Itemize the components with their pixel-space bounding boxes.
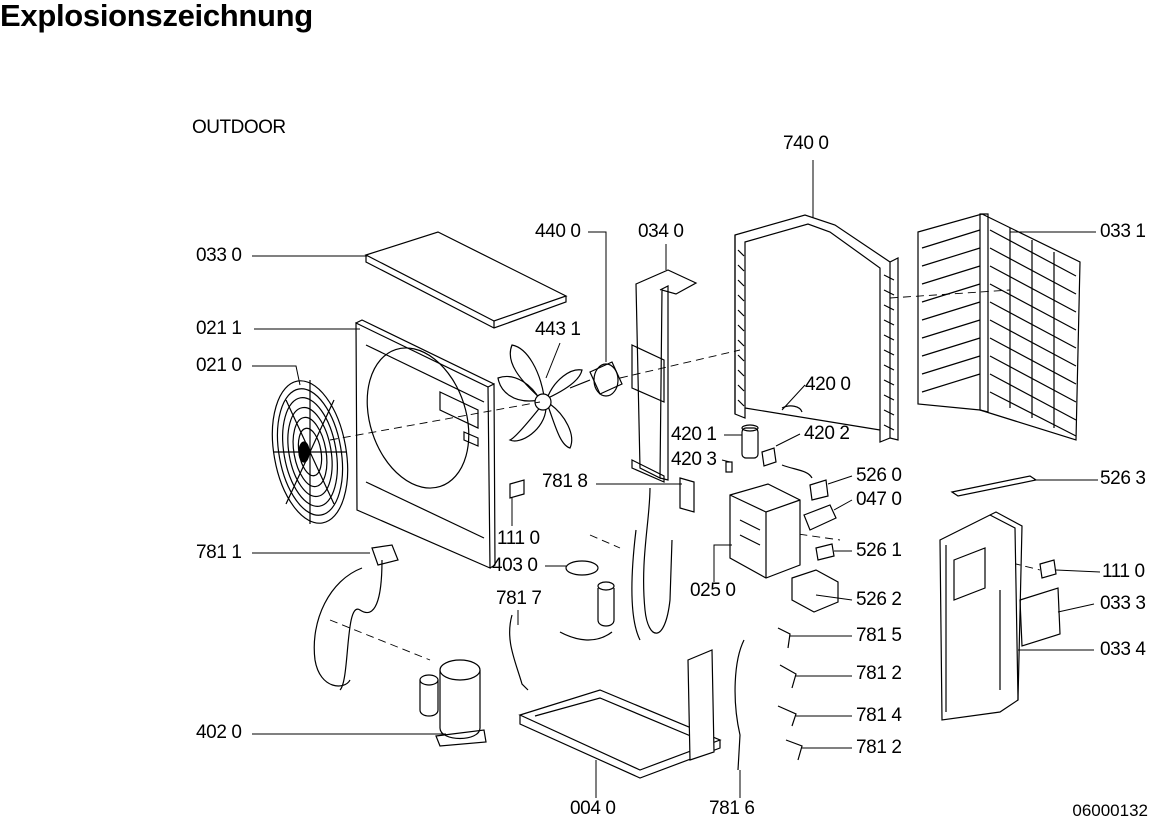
callout-label: 781 2: [856, 663, 902, 684]
fan-motor-part: [569, 361, 623, 397]
compressor-part: [419, 659, 487, 747]
condenser-coil-part: [734, 214, 899, 443]
callout-label: 781 8: [542, 471, 588, 492]
page-title: Explosionszeichnung: [0, 0, 313, 33]
callout-label: 781 2: [856, 737, 902, 758]
callout-label: 740 0: [783, 133, 829, 154]
callout-label: 420 2: [804, 423, 850, 444]
callout-label: 420 1: [671, 424, 717, 445]
fan-guard-part: [271, 380, 349, 524]
callout-label: 033 0: [196, 245, 242, 266]
callout-label: 047 0: [856, 489, 902, 510]
base-pan-part: [518, 649, 722, 779]
callout-label: 781 6: [709, 798, 755, 819]
callout-label: 402 0: [196, 722, 242, 743]
callout-label: 021 1: [196, 318, 242, 339]
callout-label: 025 0: [690, 580, 736, 601]
callout-label: 420 3: [671, 449, 717, 470]
callout-label: 403 0: [492, 555, 538, 576]
accumulator-part: [565, 560, 615, 627]
drawing-code: 06000132: [1072, 801, 1148, 820]
cover-strip-part: [950, 475, 1038, 497]
callout-label: 034 0: [638, 221, 684, 242]
callout-label: 033 1: [1100, 221, 1146, 242]
side-panel-part: [939, 511, 1061, 721]
callout-label: 443 1: [535, 319, 581, 340]
terminal-parts: [509, 479, 839, 613]
top-cover-part: [364, 231, 568, 329]
callout-label: 111 0: [1102, 561, 1145, 582]
callout-label: 526 1: [856, 540, 902, 561]
callout-label: 033 4: [1100, 639, 1146, 660]
callout-label: 420 0: [805, 374, 851, 395]
callout-label: 526 3: [1100, 468, 1146, 489]
callout-label: 781 5: [856, 625, 902, 646]
rear-grille-part: [917, 213, 1081, 441]
callout-label: 440 0: [535, 221, 581, 242]
diagram-subtitle: OUTDOOR: [192, 117, 286, 138]
control-box-part: [729, 483, 801, 579]
callout-label: 781 4: [856, 705, 902, 726]
callout-label: 526 0: [856, 465, 902, 486]
callout-label: 033 3: [1100, 593, 1146, 614]
leader-lines: [252, 160, 1101, 798]
callout-label: 004 0: [570, 798, 616, 819]
front-panel-part: [355, 319, 496, 569]
motor-bracket-part: [631, 269, 698, 483]
callout-label: 526 2: [856, 589, 902, 610]
callout-label: 111 0: [497, 528, 540, 549]
fan-blade-part: [497, 344, 583, 449]
callout-label: 021 0: [196, 355, 242, 376]
piping-part: [313, 477, 803, 771]
callout-label: 781 1: [196, 542, 242, 563]
callout-label: 781 7: [496, 588, 542, 609]
